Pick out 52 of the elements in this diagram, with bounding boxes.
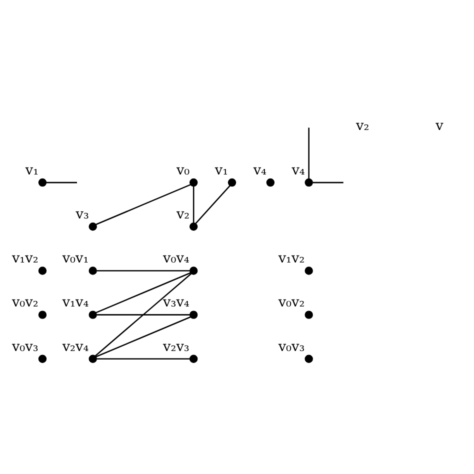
node-label: v₀v₄ xyxy=(163,250,190,267)
node-circle xyxy=(38,266,47,275)
connector xyxy=(96,272,191,314)
node-label: v₀v₂ xyxy=(278,294,305,311)
node-label: v₁ xyxy=(25,162,39,178)
node-circle xyxy=(189,222,198,231)
connector xyxy=(192,186,194,223)
node-label: v₁v₂ xyxy=(278,250,305,267)
node-label: v₂v₃ xyxy=(163,338,190,355)
node-label: v₃ xyxy=(76,206,89,223)
node-label: v₁v₄ xyxy=(62,294,89,311)
node-circle xyxy=(38,310,47,319)
connector xyxy=(94,273,192,356)
node-circle xyxy=(304,178,313,187)
node-circle xyxy=(189,266,198,275)
node-circle xyxy=(38,178,47,187)
node-label: v₂ xyxy=(176,206,190,223)
connector xyxy=(46,182,77,184)
node-label: v₀v₃ xyxy=(12,338,38,355)
connector xyxy=(96,358,190,360)
node-label: v₄ xyxy=(292,162,305,178)
node-circle xyxy=(88,266,97,275)
node-label: v₄ xyxy=(253,162,267,178)
node-circle xyxy=(304,266,313,275)
node-label: v₀v₂ xyxy=(12,294,38,311)
node-circle xyxy=(266,178,275,187)
label: v₂ xyxy=(356,118,370,134)
connector xyxy=(96,184,191,226)
node-label: v₀v₃ xyxy=(278,338,305,355)
connector xyxy=(195,185,230,224)
node-circle xyxy=(189,354,198,364)
connector xyxy=(312,182,344,184)
connector xyxy=(308,128,310,179)
node-circle xyxy=(88,222,97,231)
connector xyxy=(96,314,190,316)
label: v xyxy=(436,118,444,134)
node-circle xyxy=(88,310,97,319)
node-label: v₀v₁ xyxy=(62,250,89,267)
node-label: v₃v₄ xyxy=(163,294,190,311)
node-label: v₁v₂ xyxy=(12,250,38,267)
node-circle xyxy=(189,178,198,187)
node-circle xyxy=(304,354,313,364)
node-label: v₁ xyxy=(214,162,228,178)
node-circle xyxy=(38,354,47,364)
connector xyxy=(96,270,190,272)
node-label: v₀ xyxy=(176,162,190,178)
node-circle xyxy=(228,178,236,187)
node-label: v₂v₄ xyxy=(62,338,89,355)
connector xyxy=(96,316,191,358)
node-circle xyxy=(189,310,198,319)
node-circle xyxy=(88,354,97,364)
node-circle xyxy=(304,310,313,319)
